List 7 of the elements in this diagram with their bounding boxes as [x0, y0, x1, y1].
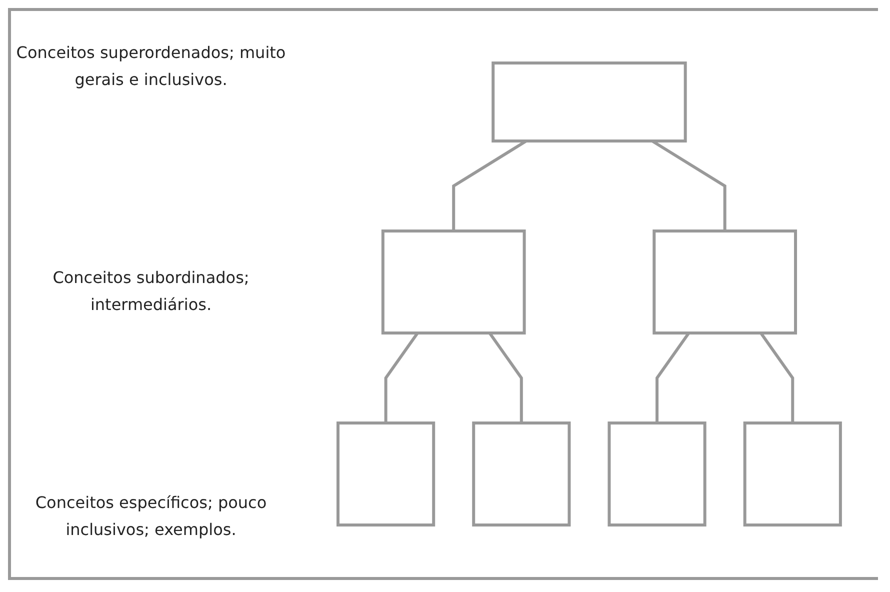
connector	[384, 332, 420, 423]
level-description: Conceitos superordenados; muito gerais e inclusivos.	[15, 42, 287, 92]
level-description: Conceitos específicos; pouco inclusivos; exemplos.	[34, 492, 268, 541]
connector	[656, 332, 690, 423]
connector	[760, 332, 794, 423]
level-description: Conceitos subordinados; intermediários.	[52, 266, 250, 316]
connector	[488, 332, 524, 423]
